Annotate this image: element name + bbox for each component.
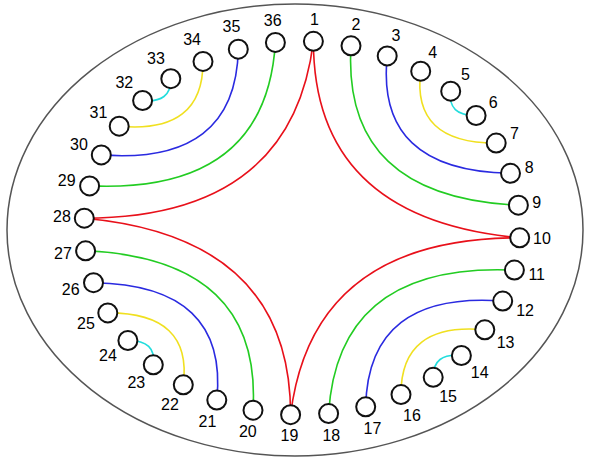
slot-number: 23 — [127, 375, 145, 391]
stator-slot — [493, 292, 512, 311]
slot-number: 21 — [199, 414, 217, 430]
stator-slot — [244, 401, 263, 420]
slot-number: 9 — [532, 195, 541, 211]
stator-slot — [229, 40, 248, 59]
stator-slot — [80, 176, 99, 195]
slot-number: 31 — [90, 105, 108, 121]
slot-number: 33 — [147, 51, 165, 67]
stator-outline — [7, 4, 583, 456]
stator-slot — [411, 62, 430, 81]
stator-slot — [161, 69, 180, 88]
slot-number: 12 — [516, 303, 534, 319]
slot-number: 29 — [58, 173, 76, 189]
slot-number: 24 — [99, 348, 117, 364]
slot-number: 20 — [239, 424, 257, 440]
slot-number: 11 — [528, 267, 545, 283]
coil-wire — [401, 329, 485, 395]
coil-wire — [329, 270, 515, 414]
coil-wire — [313, 41, 519, 238]
coil-wire — [420, 71, 496, 143]
stator-slot — [266, 33, 285, 52]
stator-slot — [452, 346, 471, 365]
slot-number: 26 — [62, 282, 80, 298]
slot-number: 34 — [183, 32, 201, 48]
slot-number: 13 — [497, 335, 515, 351]
stator-slot — [76, 241, 95, 260]
stator-slot — [144, 355, 163, 374]
slot-number: 5 — [461, 67, 470, 83]
slot-number: 19 — [281, 428, 299, 444]
coil-wire — [291, 238, 520, 415]
slot-number: 27 — [54, 246, 72, 262]
stator-slot — [281, 405, 300, 424]
stator-slot — [392, 385, 411, 404]
slot-number: 7 — [510, 126, 519, 142]
slot-number: 22 — [161, 397, 179, 413]
slot-number: 18 — [322, 428, 340, 444]
stator-slot — [467, 106, 486, 125]
slot-number: 17 — [364, 421, 382, 437]
stator-slot — [505, 261, 524, 280]
slot-number: 30 — [70, 137, 88, 153]
coil-wire — [94, 283, 218, 400]
stator-slot — [75, 209, 94, 228]
stator-slot — [510, 228, 529, 247]
coil-wire — [101, 49, 238, 156]
coil-wire — [90, 42, 276, 186]
slot-number: 25 — [77, 316, 95, 332]
slot-number: 1 — [310, 12, 319, 28]
slot-number: 3 — [391, 28, 400, 44]
slot-number: 2 — [352, 17, 361, 33]
stator-slot — [118, 331, 137, 350]
slot-number: 10 — [533, 231, 551, 247]
stator-slot — [207, 391, 226, 410]
slot-number: 8 — [525, 160, 534, 176]
coil-wire — [351, 46, 519, 205]
slot-number: 36 — [264, 13, 282, 29]
slot-number: 35 — [223, 19, 241, 35]
slot-number: 28 — [53, 209, 71, 225]
stator-slot — [133, 91, 152, 110]
coil-wire — [119, 61, 203, 127]
coil-wire — [366, 300, 503, 407]
stator-slot — [475, 320, 494, 339]
stator-slot — [98, 303, 117, 322]
stator-slot — [342, 36, 361, 55]
stator-slot — [110, 117, 129, 136]
stator-slot — [304, 32, 323, 51]
stator-slot — [501, 164, 520, 183]
stator-slot — [319, 404, 338, 423]
slot-number: 16 — [403, 408, 421, 424]
stator-slot — [84, 273, 103, 292]
coil-wire — [108, 313, 184, 385]
slot-number: 15 — [439, 389, 457, 405]
slot-number: 32 — [115, 75, 133, 91]
coil-wire — [84, 41, 313, 218]
stator-slot — [441, 82, 460, 101]
stator-slot — [487, 134, 506, 153]
coil-wire — [86, 251, 254, 410]
stator-slot — [194, 52, 213, 71]
slot-number: 4 — [428, 45, 437, 61]
stator-slot — [356, 397, 375, 416]
slot-number: 6 — [489, 95, 498, 111]
coil-wire — [84, 218, 290, 415]
stator-slot — [174, 375, 193, 394]
stator-slot — [92, 145, 111, 164]
stator-slot — [378, 46, 397, 65]
coil-wire — [386, 56, 510, 173]
stator-slot — [424, 368, 443, 387]
slot-number: 14 — [471, 365, 489, 381]
stator-slot — [509, 196, 528, 215]
